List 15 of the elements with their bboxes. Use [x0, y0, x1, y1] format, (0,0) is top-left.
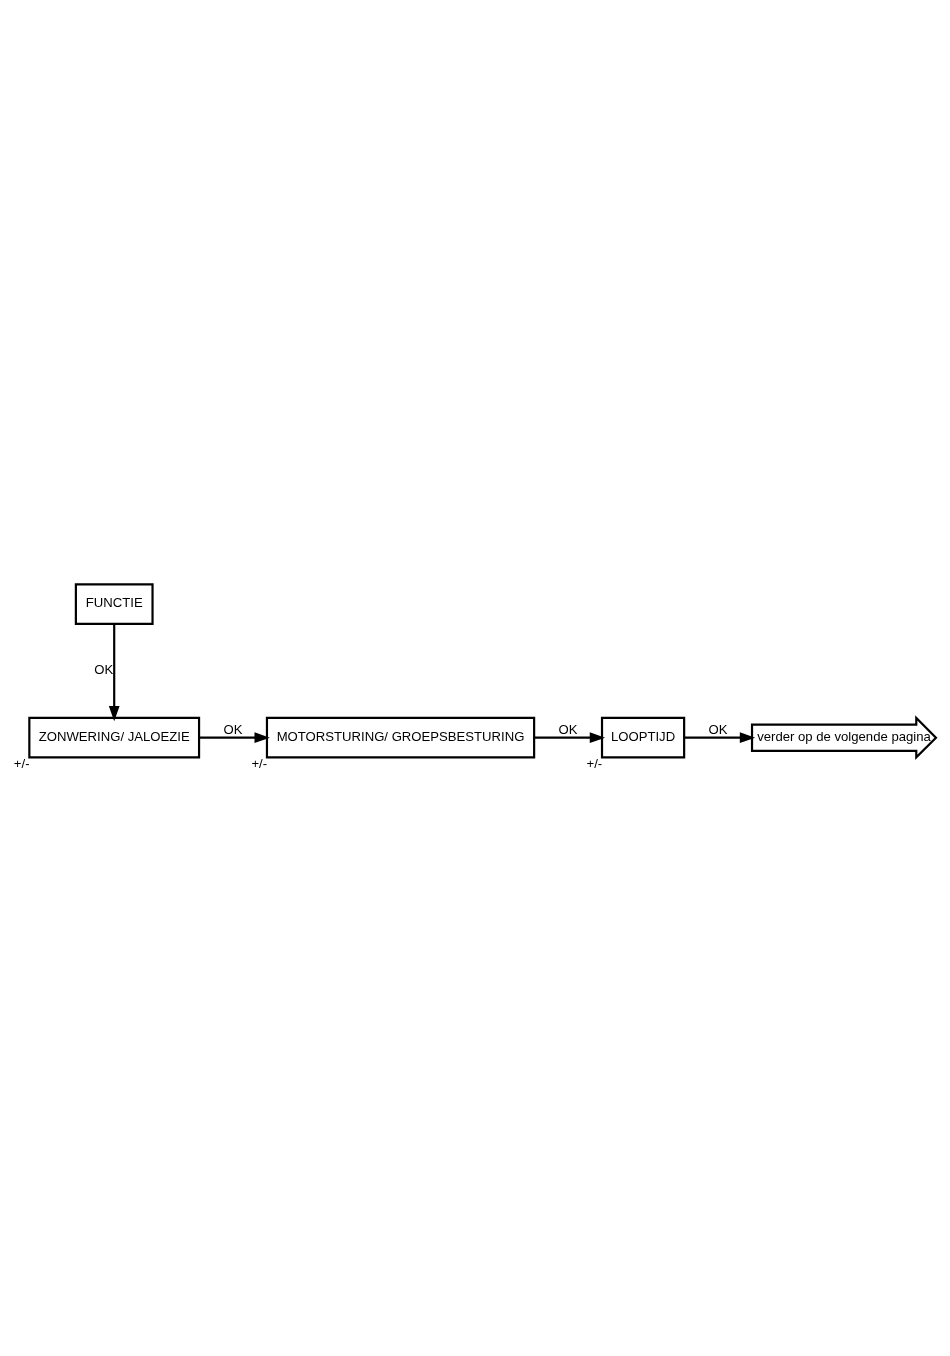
- arrow: [684, 732, 756, 744]
- edge-label: OK: [94, 662, 114, 678]
- arrow: [534, 732, 606, 744]
- arrow: [108, 623, 120, 722]
- arrow: [199, 732, 270, 744]
- edge-label: OK: [708, 721, 728, 737]
- node-label: +/-: [251, 755, 268, 771]
- node-box: ZONWERING/ JALOEZIE: [28, 716, 201, 759]
- node-label: +/-: [586, 755, 603, 771]
- node-box: MOTORSTURING/ GROEPSBESTURING: [265, 716, 536, 759]
- node-box: LOOPTIJD: [600, 716, 686, 759]
- node-label: +/-: [13, 755, 30, 771]
- node-box: FUNCTIE: [74, 583, 154, 625]
- edge-label: OK: [223, 721, 243, 737]
- edge-label: OK: [558, 721, 578, 737]
